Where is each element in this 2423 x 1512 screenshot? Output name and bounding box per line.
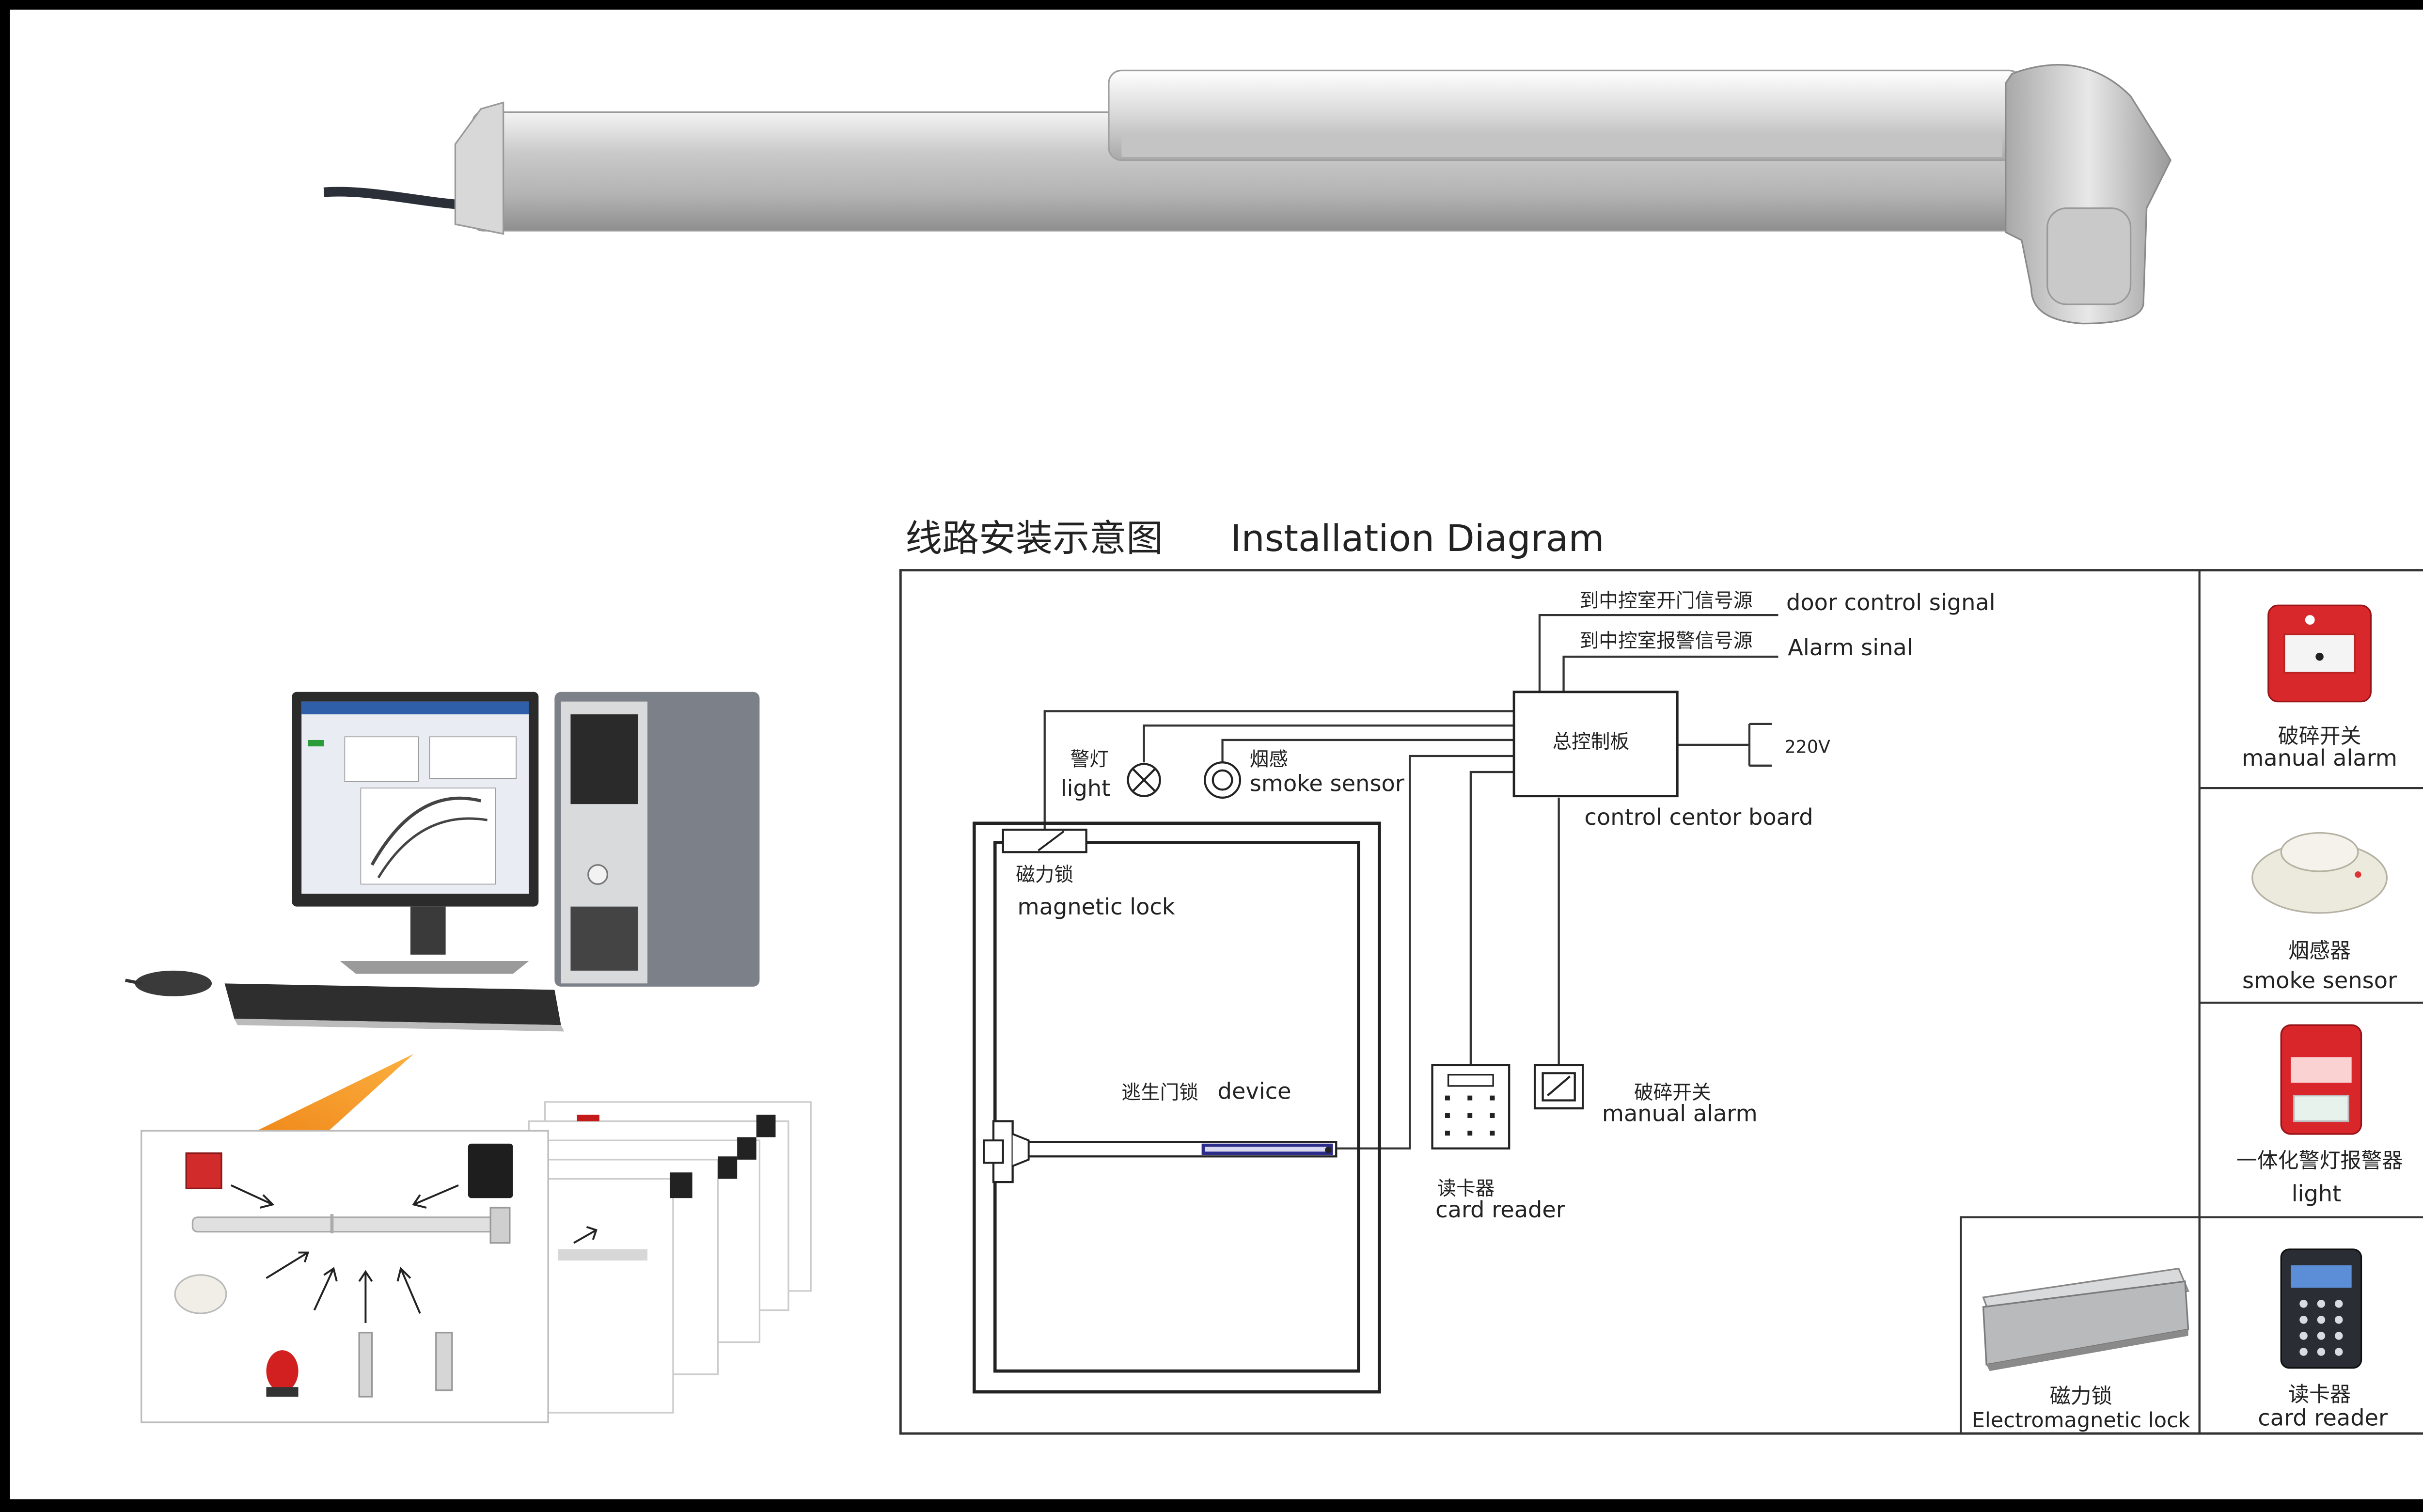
manual-alarm-icon [2267,604,2372,703]
wiring [1043,614,1778,1150]
smoke-label-en: smoke sensor [1250,771,1405,797]
light-label-en: light [1061,775,1111,802]
legend-panel [1960,570,2423,1435]
light-label-cn: 警灯 [1070,748,1109,771]
door [973,821,1381,1394]
brochure-stack [141,1101,812,1423]
power-label: 220V [1785,736,1830,757]
diagram-title-cn: 线路安装示意图 [905,517,1163,560]
legend-manual-alarm-cn: 破碎开关 [2278,724,2361,749]
legend-light-cn: 一体化警灯报警器 [2236,1149,2403,1173]
legend-card-reader-en: card reader [2258,1405,2388,1431]
smoke-label-cn: 烟感 [1250,748,1288,771]
legend-em-lock-en: Electromagnetic lock [1972,1408,2190,1433]
manual-alarm-symbol [1533,1064,1584,1110]
door-signal-cn: 到中控室开门信号源 [1580,590,1753,612]
board-label-cn: 总控制板 [1552,730,1629,753]
manual-alarm-label-cn: 破碎开关 [1634,1081,1711,1103]
light-symbol [1127,763,1161,797]
alarm-signal-en: Alarm sinal [1788,634,1913,661]
electromagnetic-lock-icon [1982,1267,2189,1371]
board-label-en: control centor board [1585,804,1813,830]
legend-smoke-sensor-cn: 烟感器 [2288,939,2351,963]
computer-illustration [125,692,760,1131]
maglock-label-en: magnetic lock [1018,894,1175,920]
legend-smoke-sensor-en: smoke sensor [2242,967,2397,993]
maglock-label-cn: 磁力锁 [1016,864,1073,886]
card-reader-label-en: card reader [1435,1197,1566,1223]
card-reader-icon [2280,1248,2362,1369]
diagram-title-en: Installation Diagram [1230,517,1604,560]
strobe-light-icon [2280,1024,2362,1135]
exit-device-symbol [983,1120,1337,1183]
panic-bar-photo [323,63,2172,325]
card-reader-symbol [1431,1064,1510,1150]
smoke-sensor-symbol [1204,761,1242,799]
card-reader-label-cn: 读卡器 [1437,1178,1495,1200]
smoke-sensor-icon [2251,832,2388,914]
control-board [1512,691,1679,798]
door-signal-en: door control signal [1786,589,1996,615]
cable [323,187,465,210]
legend-em-lock-cn: 磁力锁 [2050,1384,2112,1408]
legend-manual-alarm-en: manual alarm [2242,745,2397,771]
magnetic-lock-symbol [1002,828,1087,853]
legend-card-reader-cn: 读卡器 [2288,1383,2351,1407]
legend-light-en: light [2292,1181,2342,1207]
orange-arrow [256,1054,414,1131]
device-label-en: device [1218,1078,1291,1104]
manual-alarm-label-en: manual alarm [1602,1101,1758,1127]
device-label-cn: 逃生门锁 [1121,1081,1198,1103]
alarm-signal-cn: 到中控室报警信号源 [1580,630,1753,652]
